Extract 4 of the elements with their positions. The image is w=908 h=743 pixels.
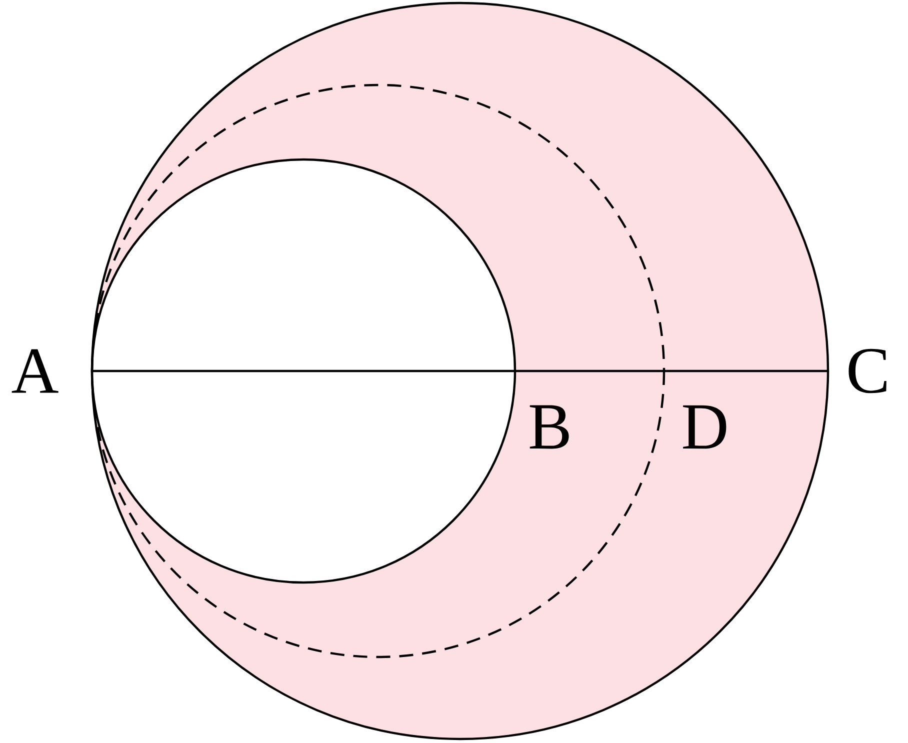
point-label: D — [683, 405, 726, 449]
point-label: A — [12, 349, 58, 393]
point-label: B — [530, 405, 569, 449]
point-label: C — [848, 348, 886, 394]
